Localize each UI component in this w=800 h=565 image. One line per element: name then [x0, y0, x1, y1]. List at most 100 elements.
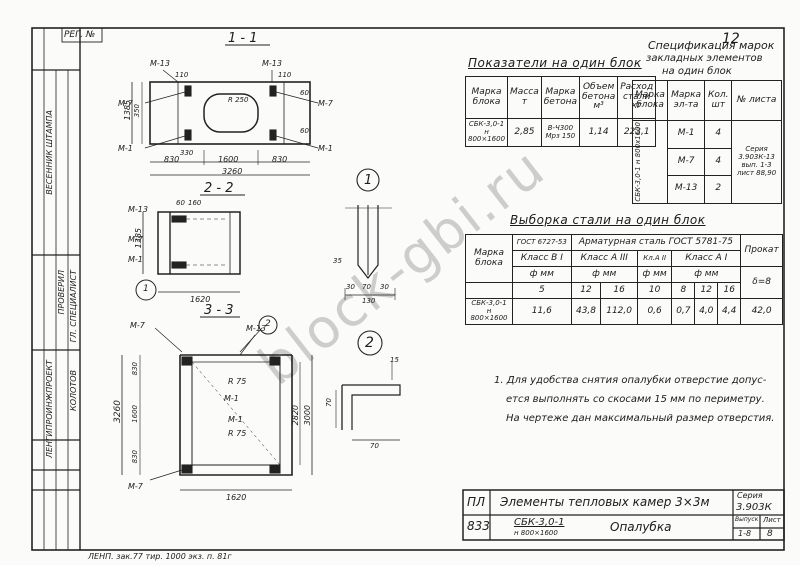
dim: 130	[362, 297, 376, 305]
dim: 110	[175, 71, 189, 79]
dim: 30	[346, 283, 355, 291]
dim: 830	[272, 155, 288, 164]
dim: 70	[325, 398, 333, 407]
spec-header: № листа	[731, 80, 782, 121]
dim: 35	[333, 257, 342, 265]
section-title: 1 - 1	[228, 31, 258, 46]
dim: 1385	[134, 228, 143, 249]
node-ref: 2	[265, 319, 271, 329]
title-mark-size: н 800×1600	[514, 529, 558, 537]
dim: 830	[131, 450, 139, 464]
dim: 70	[370, 442, 379, 450]
dim: 60	[300, 89, 309, 97]
indicators-header: Марка блока	[464, 76, 509, 119]
steel-diam: 16	[600, 282, 638, 299]
section-2-2	[135, 194, 245, 301]
dim: 60	[176, 199, 185, 207]
dim: 60	[300, 127, 309, 135]
steel-header: ф мм	[512, 266, 572, 283]
strip-text: ЛЕНГИПРОИНЖПРОЕКТ	[45, 360, 54, 459]
steel-header: ГОСТ 6727-53	[512, 234, 572, 251]
bottom-stamp: ЛЕНП. зак.77 тир. 1000 экз. п. 81г	[88, 552, 232, 561]
steel-header: Прокат	[740, 234, 783, 267]
page-number: 12	[722, 31, 740, 47]
node-ref: 1	[143, 284, 149, 294]
section-title: 3 - 3	[204, 303, 234, 318]
steel-block: СБК-3,0-1 н 800×1600	[465, 297, 513, 326]
spec-title: на один блок	[662, 66, 732, 77]
spec-cell: М-7	[666, 147, 706, 177]
dim: 3260	[113, 400, 123, 423]
issue-value: 1-8	[738, 529, 752, 538]
node-number: 1	[364, 173, 373, 188]
dim: 830	[131, 362, 139, 376]
series-value: 3.903К	[736, 502, 772, 513]
sheet-label: Лист	[763, 516, 781, 524]
label-m1: М-1	[224, 394, 239, 403]
spec-cell: 2	[704, 175, 733, 204]
indicators-cell: СБК-3,0-1 н 800×1600	[464, 118, 509, 147]
steel-header: ф мм	[636, 266, 673, 283]
steel-header: Класс А III	[570, 250, 638, 267]
steel-value: 0,6	[636, 297, 673, 326]
label-m7: М-7	[130, 321, 145, 330]
note-line: ется выполнять со скосами 15 мм по перим…	[506, 394, 765, 405]
indicators-header: Масса т	[507, 76, 542, 119]
title-name: Элементы тепловых камер 3×3м	[500, 495, 710, 509]
steel-diam: 16	[717, 282, 742, 299]
spec-cell: 4	[704, 147, 733, 177]
steel-header: ф мм	[671, 266, 742, 283]
dim: 160	[188, 199, 202, 207]
label-m7: М-7	[128, 482, 143, 491]
node-2-detail	[335, 330, 401, 441]
series-label: Серия	[737, 491, 763, 500]
strip-text: ПРОВЕРИЛ	[57, 270, 66, 315]
indicators-header: Марка бетона	[540, 76, 580, 119]
dim: 1600	[218, 155, 239, 164]
strip-text: ГЛ. СПЕЦИАЛИСТ	[69, 270, 78, 343]
steel-value: 0,7	[671, 297, 696, 326]
spec-header: Марка блока	[632, 80, 668, 121]
label-r75: R 75	[228, 429, 247, 438]
strip-text: ВЕСЕННИК ШТАМПА	[45, 110, 54, 195]
spec-cell: 4	[704, 120, 733, 149]
steel-blank	[465, 282, 513, 299]
dim: 15	[390, 356, 399, 364]
dim: 1385	[123, 100, 132, 121]
steel-diam: 8	[671, 282, 696, 299]
steel-diam: 10	[636, 282, 673, 299]
title-mark: СБК-3,0-1	[514, 517, 565, 528]
spec-title: закладных элементов	[646, 53, 763, 64]
label-m7: М-7	[128, 235, 143, 244]
label-m13: М-13	[246, 324, 266, 333]
spec-block-label: СБК-3,0-1 н 800х1600	[634, 122, 642, 202]
indicators-header: Объем бетона м³	[578, 76, 619, 119]
steel-header: ф мм	[570, 266, 638, 283]
label-m1: М-1	[318, 144, 333, 153]
dim: 30	[380, 283, 389, 291]
title-code: ПЛ	[467, 495, 486, 509]
label-m7: М-7	[318, 99, 333, 108]
steel-header: Класс В I	[512, 250, 572, 267]
label-r250: R 250	[228, 96, 249, 104]
steel-diam: 12	[694, 282, 719, 299]
label-m13: М-13	[128, 205, 148, 214]
spec-header: Марка эл-та	[666, 80, 706, 121]
steel-header: Арматурная сталь ГОСТ 5781-75	[570, 234, 742, 251]
note-line: 1. Для удобства снятия опалубки отверсти…	[494, 375, 767, 386]
label-m1: М-1	[118, 144, 133, 153]
specification-table: Марка блока Марка эл-та Кол. шт № листа …	[632, 80, 782, 204]
steel-value: 112,0	[600, 297, 638, 326]
dim: 70	[362, 283, 371, 291]
steel-value: 11,6	[512, 297, 572, 326]
steel-value: 4,0	[694, 297, 719, 326]
section-3-3	[121, 315, 313, 491]
sheet-value: 8	[767, 529, 773, 539]
label-m13: М-13	[150, 59, 170, 68]
spec-block: СБК-3,0-1 н 800х1600	[632, 120, 668, 204]
dim: 330	[180, 149, 194, 157]
section-1-1	[131, 44, 319, 176]
label-m13: М-13	[262, 59, 282, 68]
dim: 2820	[291, 405, 300, 426]
